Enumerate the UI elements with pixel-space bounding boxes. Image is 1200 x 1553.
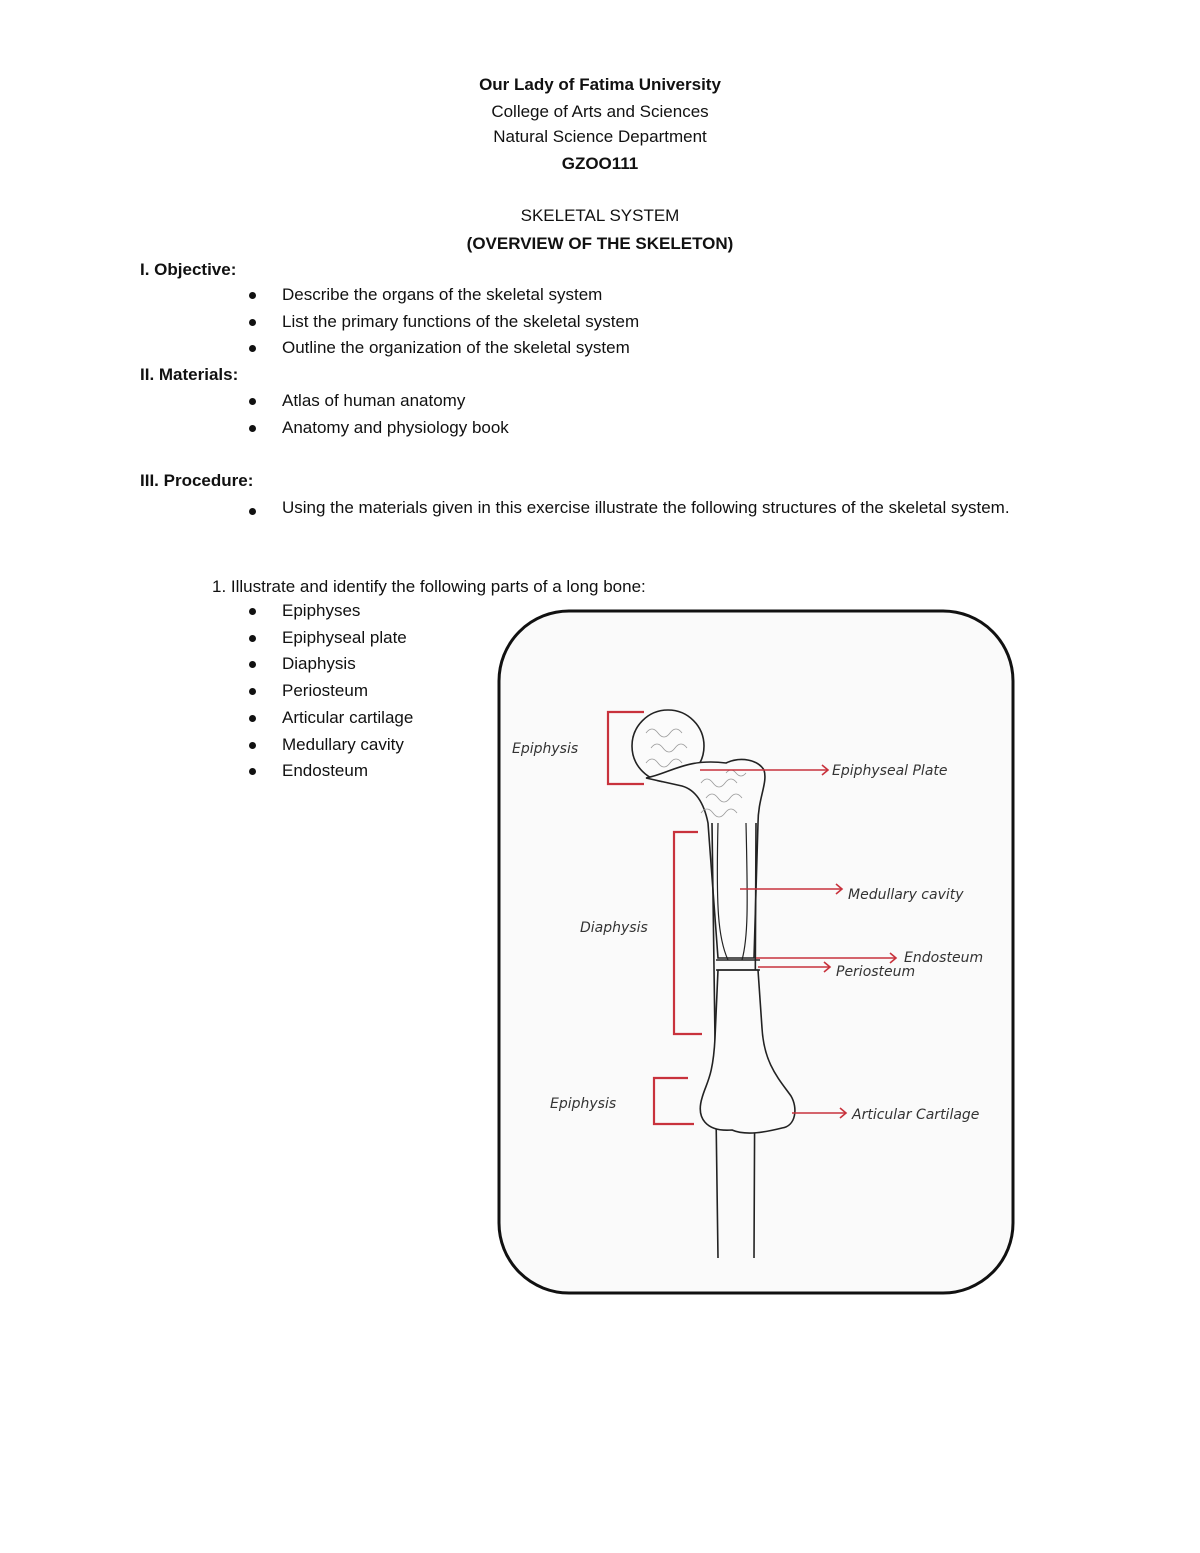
label-articular-cartilage: Articular Cartilage <box>851 1107 979 1123</box>
bracket-epiphysis-top <box>606 710 644 786</box>
university-name: Our Lady of Fatima University <box>479 75 721 94</box>
label-medullary-cavity: Medullary cavity <box>848 887 964 903</box>
list-item: Epiphyseal plate <box>246 625 413 652</box>
label-endosteum: Endosteum <box>904 950 983 966</box>
document-subtitle: (OVERVIEW OF THE SKELETON) <box>466 234 734 253</box>
materials-list: Atlas of human anatomy Anatomy and physi… <box>246 388 509 441</box>
label-epiphyseal-plate: Epiphyseal Plate <box>832 763 948 779</box>
label-epiphysis-top: Epiphysis <box>512 741 578 757</box>
procedure-heading: III. Procedure: <box>140 471 254 490</box>
bracket-diaphysis <box>672 830 702 1036</box>
materials-heading: II. Materials: <box>140 365 239 384</box>
spongy-bone-texture <box>645 728 747 818</box>
label-periosteum: Periosteum <box>836 964 915 980</box>
bone-outline <box>631 709 796 1259</box>
list-item: Anatomy and physiology book <box>246 415 509 442</box>
label-brackets <box>606 710 702 1126</box>
step-1-text: 1. Illustrate and identify the following… <box>212 577 646 596</box>
lower-shaft <box>699 969 796 1134</box>
label-arrows <box>700 764 898 1119</box>
list-item: List the primary functions of the skelet… <box>246 309 639 336</box>
procedure-instruction: Using the materials given in this exerci… <box>282 498 1010 517</box>
medullary-walls <box>716 822 748 961</box>
list-item: Articular cartilage <box>246 705 413 732</box>
list-item: Epiphyses <box>246 598 413 625</box>
long-bone-drawing: Epiphysis Diaphysis Epiphysis Epiphyseal… <box>497 609 1015 1295</box>
list-item: Endosteum <box>246 758 413 785</box>
list-item: Medullary cavity <box>246 732 413 759</box>
document-title: SKELETAL SYSTEM <box>520 206 680 225</box>
list-item: Periosteum <box>246 678 413 705</box>
objective-heading: I. Objective: <box>140 260 237 279</box>
label-epiphysis-bottom: Epiphysis <box>550 1096 616 1112</box>
long-bone-parts-list: Epiphyses Epiphyseal plate Diaphysis Per… <box>246 598 413 785</box>
bullet-icon <box>249 508 256 515</box>
college-name: College of Arts and Sciences <box>491 102 709 121</box>
list-item: Atlas of human anatomy <box>246 388 509 415</box>
objective-list: Describe the organs of the skeletal syst… <box>246 282 639 362</box>
list-item: Outline the organization of the skeletal… <box>246 335 639 362</box>
list-item: Diaphysis <box>246 651 413 678</box>
label-diaphysis: Diaphysis <box>580 920 648 936</box>
course-code: GZOO111 <box>561 154 639 173</box>
bracket-epiphysis-bottom <box>652 1076 694 1126</box>
list-item: Describe the organs of the skeletal syst… <box>246 282 639 309</box>
department-name: Natural Science Department <box>493 127 707 146</box>
